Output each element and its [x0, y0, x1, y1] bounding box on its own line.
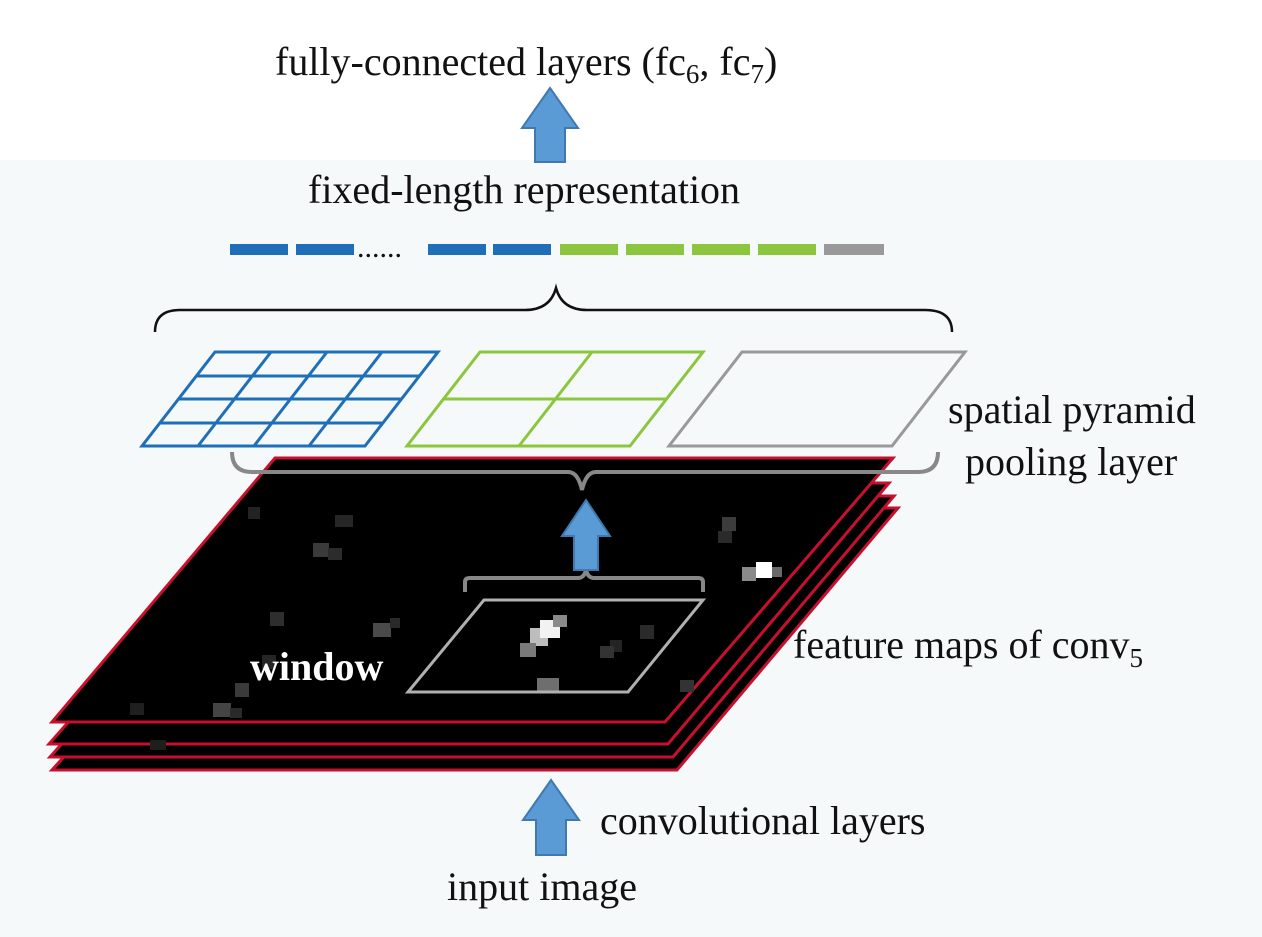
feature-maps-label: feature maps of conv5: [793, 622, 1143, 673]
window-activation: [520, 615, 614, 692]
fixed-length-label: fixed-length representation: [308, 167, 740, 212]
vector-segment: [626, 244, 684, 255]
pooling-grid-4x4: [138, 350, 442, 448]
vector-segment: [428, 244, 486, 255]
vector-segment: [493, 244, 551, 255]
up-arrow-icon: [560, 498, 612, 571]
vector-ellipsis: ......: [357, 231, 402, 264]
spp-label-line1: spatial pyramid: [948, 387, 1196, 432]
feature-map-stack: window: [45, 456, 902, 772]
fc-layers-label: fully-connected layers (fc6, fc7): [275, 39, 777, 89]
pooling-grid-2x2: [403, 350, 707, 448]
fixed-length-vector: ......: [230, 231, 884, 264]
vector-segment: [692, 244, 750, 255]
pooling-brace: [230, 451, 940, 491]
conv-layers-label: convolutional layers: [600, 798, 925, 843]
vector-segment: [758, 244, 816, 255]
up-arrow-icon: [520, 86, 580, 163]
vector-segment: [560, 244, 618, 255]
vector-segment: [824, 244, 884, 255]
vector-segment: [296, 244, 354, 255]
top-brace: [153, 283, 954, 333]
input-image-label: input image: [447, 864, 637, 909]
window-box: [404, 598, 707, 694]
vector-segment: [230, 244, 288, 255]
activation-blobs: [130, 507, 782, 750]
window-label: window: [250, 644, 383, 689]
pooling-grid-1x1: [665, 350, 969, 448]
up-arrow-icon: [521, 778, 581, 856]
spp-label-line2: pooling layer: [965, 439, 1177, 484]
